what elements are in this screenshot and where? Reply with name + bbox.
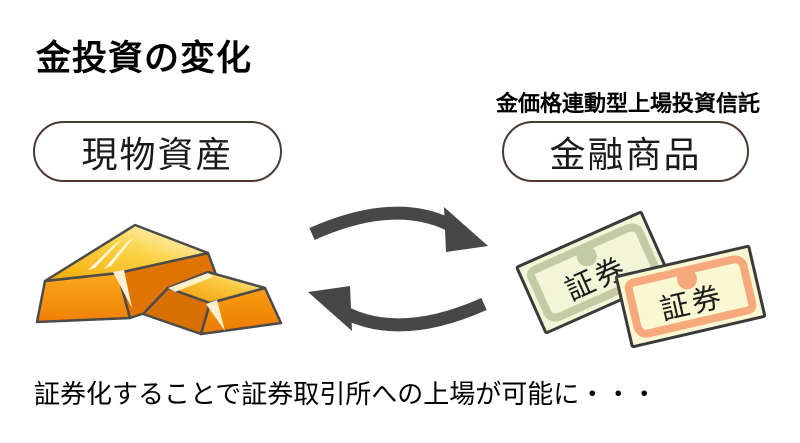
exchange-arrows	[298, 190, 498, 348]
physical-asset-label: 現物資産	[81, 133, 234, 175]
page-title: 金投資の変化	[36, 39, 253, 78]
etf-annotation: 金価格連動型上場投資信託	[495, 91, 760, 116]
gold-bars-illustration	[35, 223, 283, 336]
financial-product-label: 金融商品	[549, 133, 702, 175]
gold-bars-icon	[25, 210, 295, 360]
financial-product-pill: 金融商品	[502, 121, 749, 182]
bottom-caption: 証券化することで証券取引所への上場が可能に・・・	[34, 379, 658, 409]
physical-asset-pill: 現物資産	[33, 121, 282, 182]
exchange-cycle-arrows-icon	[308, 206, 488, 332]
